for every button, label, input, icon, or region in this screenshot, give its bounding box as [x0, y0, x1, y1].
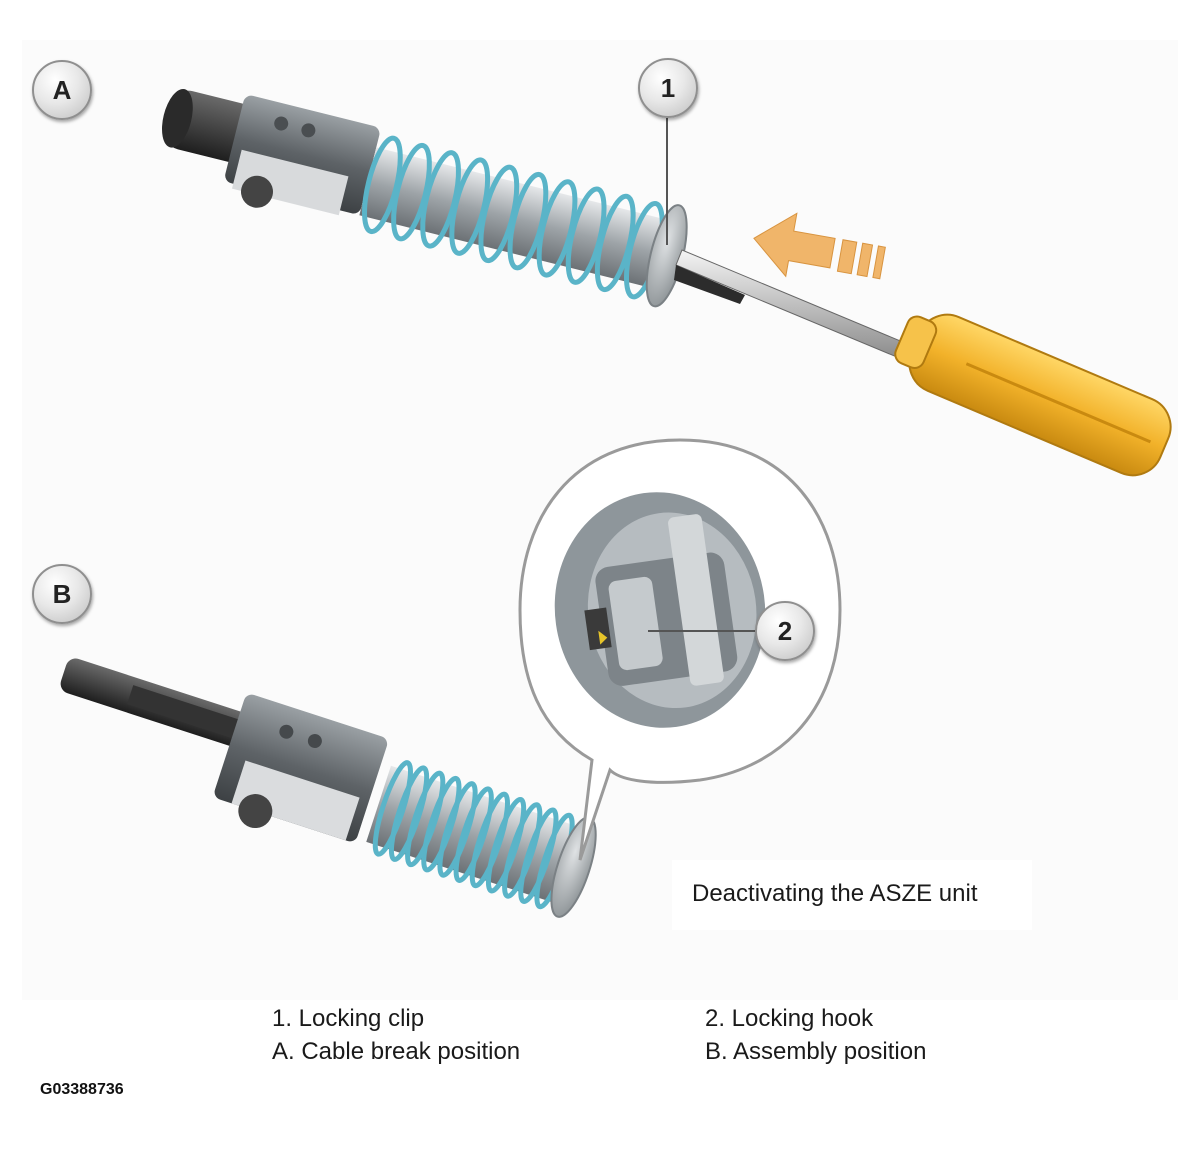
legend-item-assembly-position: B. Assembly position [705, 1038, 927, 1065]
assembly-a [161, 88, 688, 308]
legend-item-locking-hook: 2. Locking hook [705, 1005, 874, 1032]
callout-1: 1 [660, 72, 676, 103]
assembly-b [60, 658, 597, 918]
legend-right: 2. Locking hook B. Assembly position [705, 1002, 926, 1068]
label-b: B [52, 578, 72, 609]
caption-backdrop [672, 860, 1032, 930]
figure-caption: Deactivating the ASZE unit [692, 880, 978, 907]
callout-1-badge: 1 [638, 58, 698, 118]
label-a: A [52, 74, 72, 105]
callout-2: 2 [777, 615, 793, 646]
legend-item-cable-break: A. Cable break position [272, 1038, 521, 1065]
figure-id: G03388736 [40, 1081, 124, 1098]
push-arrow [753, 212, 886, 280]
legend-left: 1. Locking clip A. Cable break position [272, 1002, 520, 1068]
zoomed-locking-clip [554, 492, 766, 728]
label-a-badge: A [32, 60, 92, 120]
label-b-badge: B [32, 564, 92, 624]
spring-a [362, 135, 665, 300]
screwdriver [674, 249, 1172, 477]
callout-2-badge: 2 [755, 601, 815, 661]
spring-b [372, 760, 575, 910]
legend-item-locking-clip: 1. Locking clip [272, 1005, 425, 1032]
locking-hook [608, 576, 663, 671]
